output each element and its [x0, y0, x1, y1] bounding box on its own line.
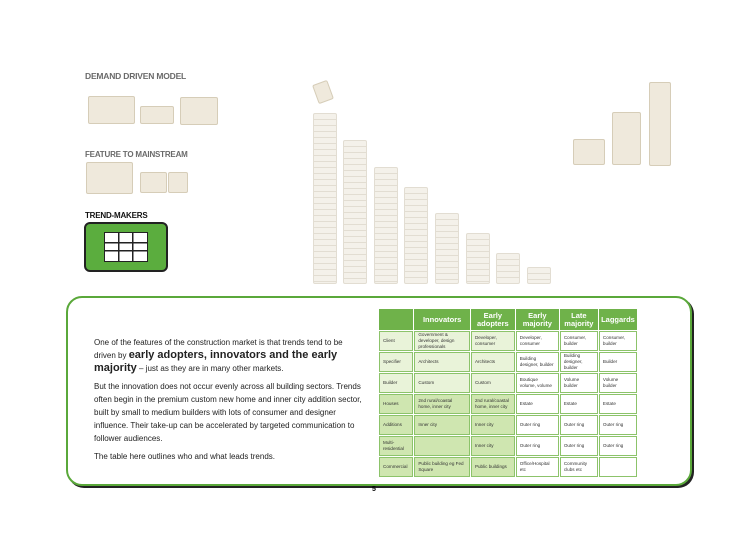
body-text: One of the features of the construction … [94, 336, 364, 468]
table-cell: Architects [414, 352, 470, 372]
brick-column [466, 233, 490, 284]
table-cell: Office/Hospital etc [515, 457, 559, 477]
skyscraper-icon [649, 82, 671, 166]
heading-feature-to-mainstream: FEATURE TO MAINSTREAM [85, 150, 188, 159]
row-label: Multi-residential [379, 436, 414, 456]
table-cell: Inner city [470, 415, 515, 435]
table-cell: Estate [598, 394, 637, 414]
building-icon [86, 162, 133, 194]
brick-column [374, 167, 398, 284]
table-cell: Consumer, builder [598, 331, 637, 351]
hammer-icon [312, 79, 334, 105]
table-cell: Community clubs etc [559, 457, 598, 477]
row-label: Specifier [379, 352, 414, 372]
table-cell: Architects [470, 352, 515, 372]
table-cell: Boutique volume, volume [515, 373, 559, 393]
table-cell: Outer ring [515, 415, 559, 435]
brick-column [527, 267, 551, 284]
row-label: Builder [379, 373, 414, 393]
brick-column [313, 113, 337, 284]
table-cell: Inner city [470, 436, 515, 456]
table-cell: Estate [515, 394, 559, 414]
brick-column [343, 140, 367, 284]
table-cell: Government & developer, design professio… [414, 331, 470, 351]
table-cell: 2nd rural/coastal home, inner city [470, 394, 515, 414]
page-number: 5 [372, 486, 376, 493]
column-header: Early majority [515, 309, 559, 330]
house-icon [168, 172, 188, 193]
column-header [379, 309, 414, 330]
heading-demand-driven-model: DEMAND DRIVEN MODEL [85, 71, 187, 81]
table-cell: 2nd rural/coastal home, inner city [414, 394, 470, 414]
table-cell: Inner city [414, 415, 470, 435]
p1-text-end: – just as they are in many other markets… [136, 364, 284, 373]
table-cell: Developer, consumer [470, 331, 515, 351]
p2-text: But the innovation does not occur evenly… [94, 382, 362, 443]
p1-emphasis: early adopters, innovators and the early… [94, 349, 338, 374]
row-label: Client [379, 331, 414, 351]
brick-column [435, 213, 459, 284]
row-label: Houses [379, 394, 414, 414]
house-icon [140, 172, 167, 193]
brick-column [496, 253, 520, 284]
table-cell: Building designer, builder [559, 352, 598, 372]
houses-icon [180, 97, 218, 125]
heading-trend-makers: TREND-MAKERS [85, 211, 148, 220]
table-cell: Consumer, builder [559, 331, 598, 351]
house-icon [140, 106, 174, 124]
toolbox-icon [88, 96, 135, 124]
table-cell: Outer ring [559, 415, 598, 435]
house-icon [573, 139, 605, 165]
table-cell: Volume builder [598, 373, 637, 393]
p1-text: One of the features of the construction … [94, 338, 343, 360]
table-cell: Estate [559, 394, 598, 414]
table-cell: Outer ring [598, 415, 637, 435]
column-header: Innovators [414, 309, 470, 330]
table-cell: Custom [414, 373, 470, 393]
table-cell: Building designer, builder [515, 352, 559, 372]
row-label: Additions [379, 415, 414, 435]
row-label: Commercial [379, 457, 414, 477]
table-icon [84, 222, 168, 272]
table-cell: Outer ring [515, 436, 559, 456]
column-header: Late majority [559, 309, 598, 330]
column-header: Early adopters [470, 309, 515, 330]
table-cell [598, 457, 637, 477]
table-cell: Volume builder [559, 373, 598, 393]
table-cell: Outer ring [559, 436, 598, 456]
apartment-icon [612, 112, 641, 165]
table-cell: Outer ring [598, 436, 637, 456]
table-cell: Custom [470, 373, 515, 393]
table-cell: Developer, consumer [515, 331, 559, 351]
table-cell: Builder [598, 352, 637, 372]
p3-text: The table here outlines who and what lea… [94, 452, 276, 461]
brick-column [404, 187, 428, 284]
table-cell [414, 436, 470, 456]
table-cell: Public buildings [470, 457, 515, 477]
table-cell: Public building eg Fed Square [414, 457, 470, 477]
column-header: Laggards [598, 309, 637, 330]
